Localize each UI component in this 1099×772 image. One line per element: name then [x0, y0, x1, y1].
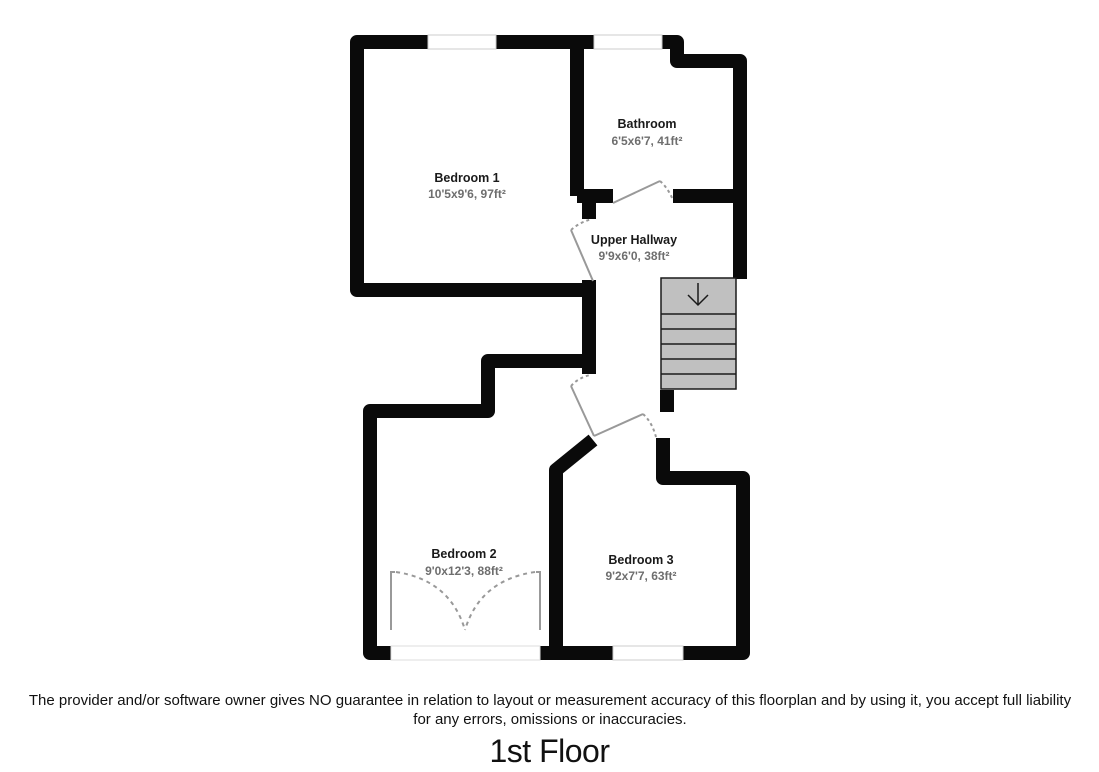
floor-title: 1st Floor: [489, 733, 610, 769]
bedroom-3-window: [612, 645, 684, 661]
room-name: Bedroom 3: [608, 553, 673, 567]
doors: [390, 180, 674, 631]
room-name: Bathroom: [617, 117, 676, 131]
bedroom-2-walls: [363, 354, 589, 660]
bedroom-1-door-swing: [570, 218, 593, 231]
bathroom-door-swing: [659, 180, 674, 201]
room-dimensions: 9'9x6'0, 38ft²: [598, 249, 669, 263]
bedroom-2-opening: [390, 645, 541, 661]
bedroom-2-door-swing: [570, 374, 591, 387]
room-name: Bedroom 2: [431, 547, 496, 561]
bathroom-window: [593, 34, 663, 50]
room-dimensions: 9'2x7'7, 63ft²: [605, 569, 676, 583]
stairs: [660, 277, 737, 390]
bedroom-1-window: [427, 34, 497, 50]
wardrobe-right-swing: [464, 571, 536, 631]
floorplan-drawing: Bedroom 1 10'5x9'6, 97ft² Bathroom 6'5x6…: [350, 34, 750, 661]
bedroom-1-door: [570, 229, 594, 282]
bedroom-3-door: [593, 413, 644, 437]
bedroom-3-bottom-wall-right: [656, 438, 750, 660]
stairs-block: [660, 277, 737, 390]
bedroom-3-walls: [549, 434, 613, 660]
disclaimer-text: The provider and/or software owner gives…: [28, 692, 1072, 728]
bathroom-door: [612, 180, 661, 204]
wardrobe-right-frame: [536, 571, 541, 630]
room-dimensions: 9'0x12'3, 88ft²: [425, 564, 503, 578]
room-dimensions: 10'5x9'6, 97ft²: [428, 187, 506, 201]
room-dimensions: 6'5x6'7, 41ft²: [611, 134, 682, 148]
bedroom-1-walls: [350, 35, 590, 297]
wardrobe-left-frame: [390, 571, 395, 630]
room-name: Upper Hallway: [591, 233, 677, 247]
arrow-down-icon: [687, 283, 709, 307]
wardrobe-left-swing: [395, 571, 466, 631]
bedroom-2-door: [570, 385, 595, 437]
room-labels: Bedroom 1 10'5x9'6, 97ft² Bathroom 6'5x6…: [425, 117, 682, 583]
room-name: Bedroom 1: [434, 171, 499, 185]
windows: [390, 34, 684, 661]
bedroom-3-door-swing: [642, 413, 657, 438]
